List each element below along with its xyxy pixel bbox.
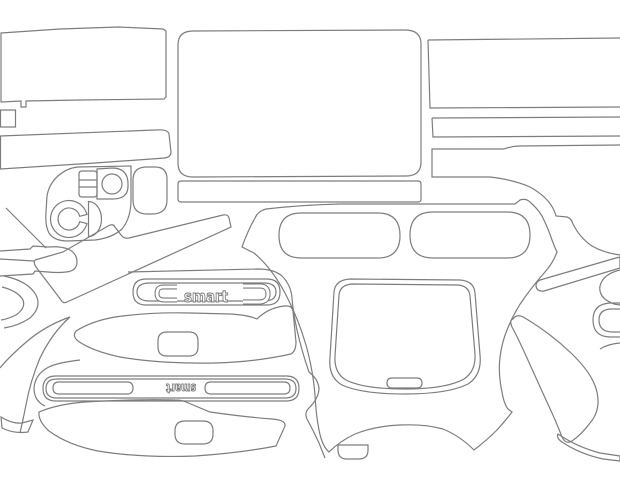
ignition-bezel — [96, 167, 129, 200]
diagonal-trim-strip — [33, 214, 232, 304]
fin-sliver — [556, 433, 620, 462]
ignition-circle — [101, 173, 123, 195]
corner-check-piece — [0, 415, 35, 434]
console-small-pill — [386, 377, 423, 389]
console-badge-outer — [132, 278, 281, 306]
screen-lower-strip — [177, 180, 422, 203]
door-trim-lower — [38, 399, 286, 458]
trim-strip-top-left — [0, 26, 167, 108]
pocket-piece — [337, 444, 369, 460]
lower-badge-slot-left — [52, 381, 134, 395]
ring-c-piece — [49, 199, 88, 239]
stalk-body — [0, 245, 78, 277]
lower-badge-inner — [45, 378, 297, 399]
console-screen-inner — [334, 283, 476, 390]
eyebrow-trim — [535, 256, 620, 292]
pillar-wrap-outline — [127, 268, 326, 459]
door-trim-upper-hole — [157, 331, 199, 357]
right-lower-line — [599, 342, 620, 350]
fin-piece — [510, 315, 599, 443]
center-fascia — [241, 198, 558, 453]
pill2-left-hook — [33, 359, 81, 407]
lower-badge-slot-right — [204, 381, 291, 395]
crescent-piece-inner — [0, 286, 25, 321]
gear-surround — [132, 166, 168, 215]
trim-strip-second — [0, 129, 172, 170]
vent-pill-left — [278, 212, 401, 259]
lower-badge-outer — [42, 375, 300, 402]
smart-logo-console: smart — [184, 287, 228, 306]
screen-outline — [177, 29, 422, 178]
smart-logo-lower: smart — [166, 381, 196, 395]
right-thin-strip — [431, 116, 620, 138]
right-edge-crescent — [599, 269, 620, 306]
stalk-lever — [5, 207, 47, 249]
door-trim-upper — [73, 305, 297, 364]
right-panel-rect — [427, 37, 620, 109]
badge-bracket-right — [243, 283, 271, 305]
diagonal-trim-tail — [0, 258, 35, 262]
right-dash-corner — [431, 144, 620, 256]
badge-bracket-left — [154, 284, 177, 303]
door-trim-lower-hole — [174, 420, 214, 445]
steering-column-outline — [45, 165, 132, 242]
control-cluster-left — [78, 170, 98, 198]
small-rect-piece — [0, 109, 17, 128]
right-stadium-inner — [598, 308, 620, 333]
pillar-blade-edge1 — [0, 316, 71, 369]
pillar-blade-edge2 — [19, 316, 71, 434]
vent-pill-right — [409, 211, 531, 259]
crescent-piece-outer — [3, 275, 39, 329]
console-screen-outer — [329, 278, 481, 395]
right-stadium-outer — [592, 302, 620, 338]
